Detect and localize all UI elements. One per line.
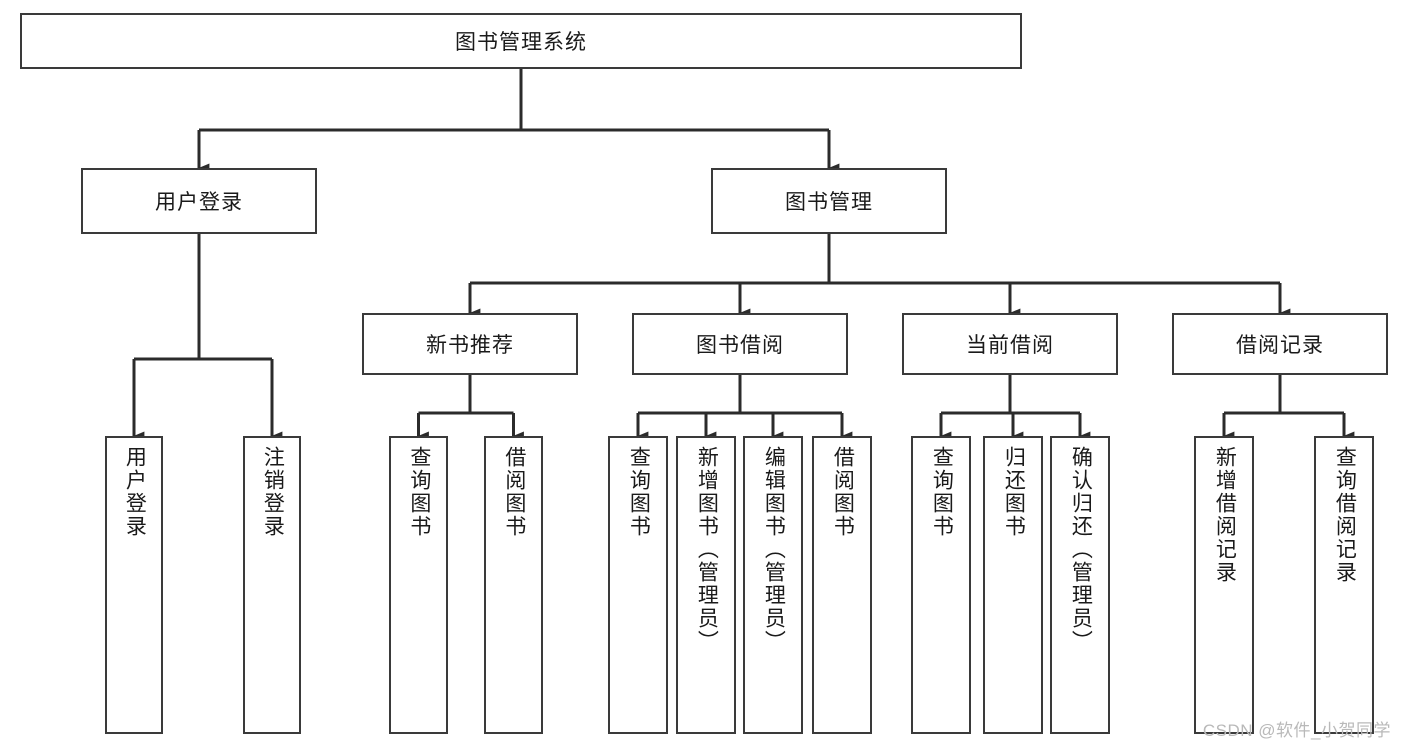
node-user-login[interactable]: 用户登录 [81, 168, 317, 234]
node-leaf-query-book-recommend[interactable]: 查询图书 [389, 436, 448, 734]
node-borrow-record[interactable]: 借阅记录 [1172, 313, 1388, 375]
node-label-leaf-query-book-borrow: 查询图书 [627, 446, 651, 538]
node-label-leaf-query-book-current: 查询图书 [930, 446, 954, 538]
node-label-leaf-return-book: 归还图书 [1002, 446, 1026, 538]
node-label-leaf-add-borrow-record: 新增借阅记录 [1213, 446, 1237, 584]
node-leaf-edit-book-admin[interactable]: 编辑图书（管理员） [743, 436, 803, 734]
node-root[interactable]: 图书管理系统 [20, 13, 1022, 69]
node-book-borrow[interactable]: 图书借阅 [632, 313, 848, 375]
node-label-book-management: 图书管理 [785, 191, 873, 214]
node-leaf-query-borrow-record[interactable]: 查询借阅记录 [1314, 436, 1374, 734]
node-leaf-borrow-book-recommend[interactable]: 借阅图书 [484, 436, 543, 734]
node-leaf-add-book-admin[interactable]: 新增图书（管理员） [676, 436, 736, 734]
node-label-leaf-query-book-recommend: 查询图书 [407, 446, 431, 538]
node-label-book-borrow: 图书借阅 [696, 334, 784, 357]
node-label-leaf-user-login: 用户登录 [123, 446, 147, 538]
csdn-watermark: CSDN @软件_小贺同学 [1202, 721, 1391, 740]
node-new-book-recommend[interactable]: 新书推荐 [362, 313, 578, 375]
node-label-leaf-confirm-return-admin: 确认归还（管理员） [1069, 446, 1093, 653]
node-label-leaf-borrow-book: 借阅图书 [831, 446, 855, 538]
node-leaf-confirm-return-admin[interactable]: 确认归还（管理员） [1050, 436, 1110, 734]
node-label-root: 图书管理系统 [455, 31, 587, 54]
node-label-current-borrow: 当前借阅 [966, 334, 1054, 357]
node-book-management[interactable]: 图书管理 [711, 168, 947, 234]
node-label-leaf-add-book-admin: 新增图书（管理员） [695, 446, 719, 653]
node-label-leaf-borrow-book-recommend: 借阅图书 [502, 446, 526, 538]
node-label-leaf-query-borrow-record: 查询借阅记录 [1333, 446, 1357, 584]
node-current-borrow[interactable]: 当前借阅 [902, 313, 1118, 375]
node-leaf-add-borrow-record[interactable]: 新增借阅记录 [1194, 436, 1254, 734]
node-label-leaf-logout-login: 注销登录 [261, 446, 285, 538]
node-leaf-return-book[interactable]: 归还图书 [983, 436, 1043, 734]
node-leaf-user-login[interactable]: 用户登录 [105, 436, 163, 734]
node-label-new-book-recommend: 新书推荐 [426, 334, 514, 357]
node-leaf-query-book-current[interactable]: 查询图书 [911, 436, 971, 734]
node-leaf-borrow-book[interactable]: 借阅图书 [812, 436, 872, 734]
node-leaf-query-book-borrow[interactable]: 查询图书 [608, 436, 668, 734]
node-leaf-logout-login[interactable]: 注销登录 [243, 436, 301, 734]
node-label-borrow-record: 借阅记录 [1236, 334, 1324, 357]
node-label-leaf-edit-book-admin: 编辑图书（管理员） [762, 446, 786, 653]
node-label-user-login: 用户登录 [155, 191, 243, 214]
